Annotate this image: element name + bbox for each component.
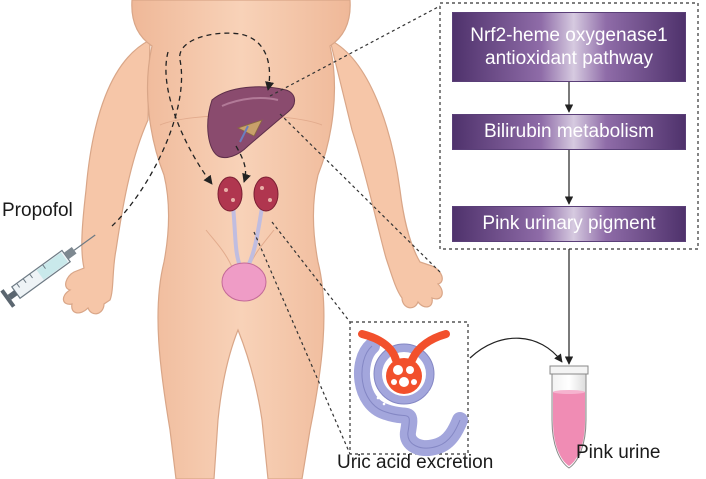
- torso: [131, 0, 351, 479]
- drug-path: [111, 32, 275, 227]
- left-arm: [62, 39, 151, 315]
- pink-urine-label: Pink urine: [576, 442, 661, 463]
- nrf2-pathway-box: Nrf2-heme oxygenase1 antioxidant pathway: [452, 12, 686, 82]
- left-kidney: [217, 176, 243, 212]
- right-arm: [329, 38, 443, 309]
- human-body: [62, 0, 443, 479]
- uric-acid-label: Uric acid excretion: [337, 452, 494, 473]
- pigment-label: Pink urinary pigment: [482, 213, 656, 234]
- right-kidney: [253, 176, 279, 212]
- bilirubin-label: Bilirubin metabolism: [483, 121, 654, 142]
- excretion-arrow: [469, 337, 563, 363]
- liver: [207, 86, 295, 159]
- nrf2-line2: antioxidant pathway: [485, 48, 653, 69]
- urinary-system: [217, 176, 279, 302]
- syringe-icon: [0, 234, 96, 308]
- bilirubin-box: Bilirubin metabolism: [452, 114, 686, 150]
- propofol-label: Propofol: [2, 200, 73, 221]
- bladder: [221, 262, 267, 302]
- test-tube-icon: [549, 365, 589, 469]
- nrf2-line1: Nrf2-heme oxygenase1: [470, 25, 668, 46]
- nephron-inset: [253, 221, 469, 457]
- pigment-box: Pink urinary pigment: [452, 206, 686, 242]
